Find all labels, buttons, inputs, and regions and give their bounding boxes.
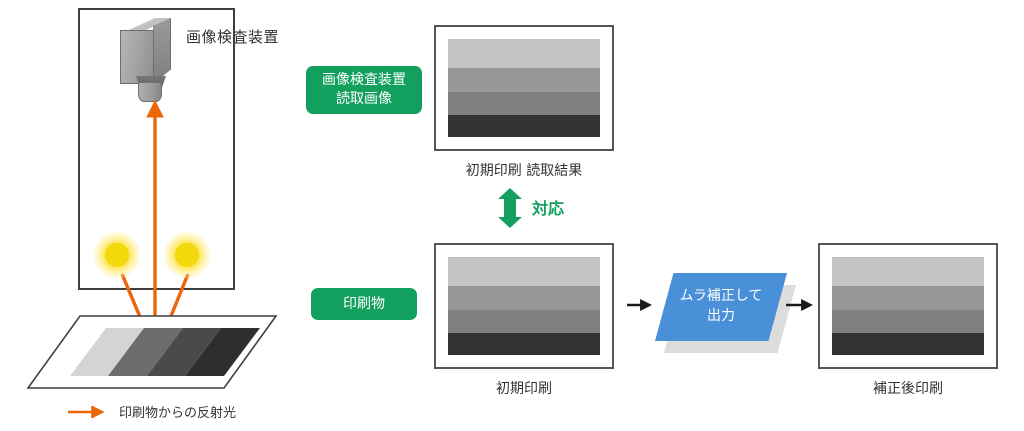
correspondence-arrow-icon xyxy=(498,188,522,228)
print-band-4 xyxy=(448,333,600,355)
result-band-1 xyxy=(832,257,984,287)
sample-scan-frame xyxy=(434,25,614,151)
scan-band-2 xyxy=(448,68,600,92)
sample-initial-print-frame xyxy=(434,243,614,369)
sample-corrected-print-frame xyxy=(818,243,998,369)
legend-label: 印刷物からの反射光 xyxy=(119,406,237,421)
lamp-right-bulb xyxy=(175,243,199,267)
sheet-band-4 xyxy=(185,328,260,376)
result-band-4 xyxy=(832,333,984,355)
print-band-2 xyxy=(448,286,600,310)
sheet-band-3 xyxy=(147,328,221,376)
reflected-light-legend: 印刷物からの反射光 xyxy=(68,402,236,421)
sample-scan-bands xyxy=(448,39,600,137)
chip-scanned-image-line1: 画像検査装置 xyxy=(322,72,406,89)
sample-scan-caption: 初期印刷 読取結果 xyxy=(465,163,583,179)
result-band-3 xyxy=(832,309,984,334)
lamp-right-icon xyxy=(164,232,210,278)
process-label-line1: ムラ補正して xyxy=(679,288,763,305)
flow-arrow-in-icon xyxy=(627,299,653,311)
camera-front-face xyxy=(120,30,154,84)
chip-printed-matter-line1: 印刷物 xyxy=(343,295,385,312)
chip-scanned-image-line2: 読取画像 xyxy=(336,91,392,107)
correspondence-group: 対応 xyxy=(498,188,618,228)
camera-side-face xyxy=(153,18,171,84)
sample-initial-print-caption: 初期印刷 xyxy=(496,381,552,397)
print-band-3 xyxy=(448,309,600,334)
sample-corrected-print-bands xyxy=(832,257,984,355)
lamp-left-bulb xyxy=(105,243,129,267)
scan-band-1 xyxy=(448,39,600,69)
legend-arrow-icon xyxy=(68,405,105,418)
sheet-band-2 xyxy=(108,328,183,376)
result-band-2 xyxy=(832,286,984,310)
scan-band-4 xyxy=(448,115,600,137)
chip-printed-matter: 印刷物 xyxy=(311,288,417,320)
flow-arrow-out-icon xyxy=(786,299,814,311)
camera-icon xyxy=(116,18,190,103)
lamp-left-icon xyxy=(94,232,140,278)
printed-sheet-vector xyxy=(26,315,278,389)
scan-band-3 xyxy=(448,91,600,116)
process-face: ムラ補正して 出力 xyxy=(655,273,787,341)
sample-corrected-print-caption: 補正後印刷 xyxy=(873,381,943,397)
correspondence-label: 対応 xyxy=(532,199,565,218)
chip-scanned-image: 画像検査装置 読取画像 xyxy=(306,66,422,114)
device-label: 画像検査装置 xyxy=(186,28,280,46)
printed-sheet xyxy=(26,315,278,389)
sample-initial-print-bands xyxy=(448,257,600,355)
print-band-1 xyxy=(448,257,600,287)
process-label-line2: 出力 xyxy=(707,308,735,324)
sheet-band-1 xyxy=(70,328,144,376)
process-correction-node: ムラ補正して 出力 xyxy=(655,273,805,357)
